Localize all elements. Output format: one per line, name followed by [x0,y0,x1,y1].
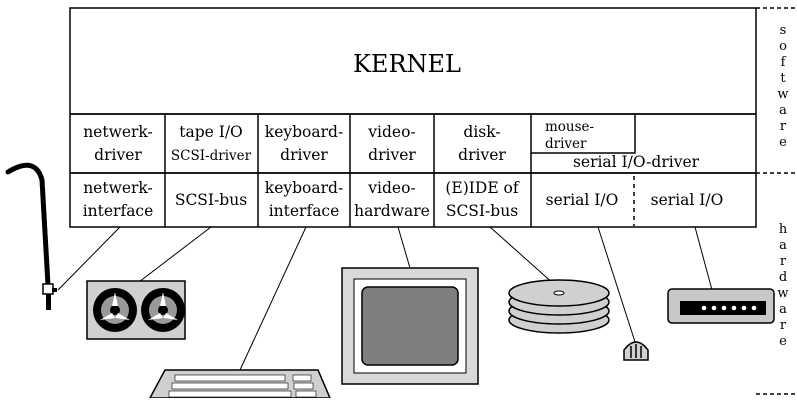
iface-disk-l1: (E)IDE of [445,179,520,197]
driver-video-l1: video- [367,123,415,141]
mouse-driver-box [531,114,636,154]
svg-text:r: r [780,119,787,134]
monitor-icon [341,267,479,385]
svg-text:r: r [780,318,787,333]
network-cable-icon [5,162,57,310]
iface-scsi: SCSI-bus [175,191,247,209]
driver-tape-l1: tape I/O [179,123,243,141]
svg-text:e: e [779,334,787,349]
disk-stack-icon [508,279,610,334]
svg-text:e: e [779,135,787,150]
driver-disk-l1: disk- [463,123,500,141]
svg-text:a: a [779,238,787,253]
hardware-side-label: h a r d w a r e [777,222,788,349]
svg-text:s: s [780,23,787,38]
iface-disk-l2: SCSI-bus [446,202,518,220]
driver-mouse-l2: driver [545,136,587,152]
iface-video-l1: video- [367,179,415,197]
driver-keyboard-l1: keyboard- [265,123,343,141]
svg-text:a: a [779,302,787,317]
interface-row [69,172,757,228]
driver-mouse-l1: mouse- [545,119,594,135]
driver-keyboard-l2: driver [280,146,328,164]
mouse-icon [623,341,649,361]
svg-text:o: o [779,39,787,54]
kernel-label: KERNEL [353,50,461,78]
svg-text:h: h [779,222,788,237]
keyboard-icon [148,369,332,399]
svg-text:a: a [779,103,787,118]
svg-text:w: w [777,87,788,102]
iface-keyboard-l1: keyboard- [265,179,343,197]
driver-network-l2: driver [94,146,142,164]
driver-network-l1: netwerk- [83,123,153,141]
driver-video-l2: driver [368,146,416,164]
driver-serial: serial I/O-driver [573,153,700,171]
iface-serial-2: serial I/O [651,191,724,209]
svg-text:w: w [777,286,788,301]
svg-text:d: d [779,270,787,285]
svg-text:t: t [780,71,786,86]
software-side-label: s o f t w a r e [777,23,788,150]
tape-drive-icon [86,280,186,340]
svg-text:r: r [780,254,787,269]
modem-icon [667,288,775,324]
iface-video-l2: hardware [354,202,430,220]
driver-tape-l2: SCSI-driver [171,148,252,164]
svg-text:f: f [781,55,787,70]
connector-lines [57,226,713,371]
iface-serial-1: serial I/O [546,191,619,209]
iface-network-l2: interface [83,202,154,220]
iface-keyboard-l2: interface [269,202,340,220]
driver-disk-l2: driver [458,146,506,164]
iface-network-l1: netwerk- [83,179,153,197]
